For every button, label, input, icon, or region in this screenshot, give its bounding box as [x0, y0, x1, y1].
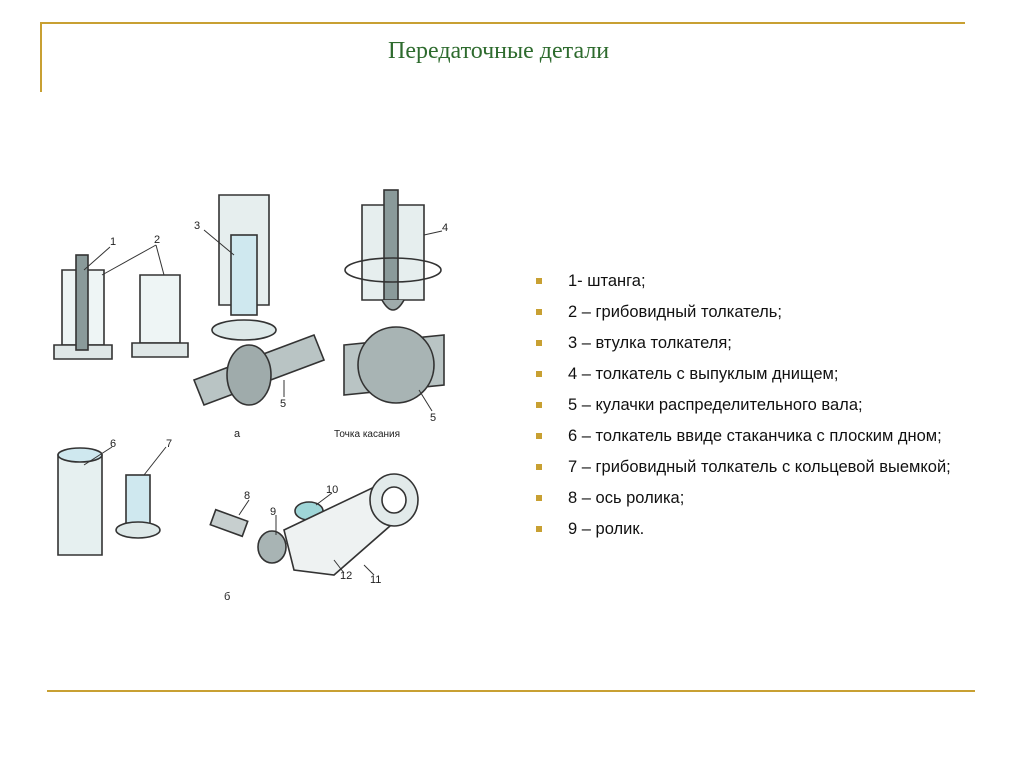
- label-5-left: 5: [280, 398, 286, 410]
- bullet-icon: [536, 340, 542, 346]
- label-8: 8: [244, 490, 250, 502]
- label-6: 6: [110, 438, 116, 450]
- list-item: 7 – грибовидный толкатель с кольцевой вы…: [536, 456, 976, 478]
- list-item: 9 – ролик.: [536, 518, 976, 540]
- list-item-text: 9 – ролик.: [568, 520, 645, 538]
- list-item-text: 6 – толкатель ввиде стаканчика с плоским…: [568, 427, 942, 445]
- list-item-text: 5 – кулачки распределительного вала;: [568, 396, 863, 414]
- list-item-text: 3 – втулка толкателя;: [568, 334, 732, 352]
- bullet-icon: [536, 278, 542, 284]
- label-1: 1: [110, 236, 116, 248]
- label-7: 7: [166, 438, 172, 450]
- label-10: 10: [326, 484, 338, 496]
- caption-b: б: [224, 591, 230, 603]
- list-item: 2 – грибовидный толкатель;: [536, 301, 976, 323]
- parts-illustration: 1 2 3 4 5 5 6 7 8 9 10 11 12 а б Точка к…: [44, 175, 454, 605]
- bullet-icon: [536, 371, 542, 377]
- list-item-text: 8 – ось ролика;: [568, 489, 685, 507]
- list-item: 6 – толкатель ввиде стаканчика с плоским…: [536, 425, 976, 447]
- label-4: 4: [442, 222, 448, 234]
- label-2: 2: [154, 234, 160, 246]
- list-item: 4 – толкатель с выпуклым днищем;: [536, 363, 976, 385]
- bullet-icon: [536, 464, 542, 470]
- frame-top-line: [40, 22, 965, 24]
- label-9: 9: [270, 506, 276, 518]
- list-item-text: 1- штанга;: [568, 272, 646, 290]
- bullet-icon: [536, 433, 542, 439]
- list-item: 1- штанга;: [536, 270, 976, 292]
- bullet-icon: [536, 526, 542, 532]
- parts-list: 1- штанга; 2 – грибовидный толкатель; 3 …: [536, 270, 976, 549]
- label-11: 11: [370, 574, 381, 586]
- list-item: 5 – кулачки распределительного вала;: [536, 394, 976, 416]
- label-5-right: 5: [430, 412, 436, 424]
- list-item-text: 4 – толкатель с выпуклым днищем;: [568, 365, 839, 383]
- bullet-icon: [536, 402, 542, 408]
- label-12: 12: [340, 570, 352, 582]
- bullet-icon: [536, 495, 542, 501]
- parts-drawing: 1 2 3 4 5 5 6 7 8 9 10 11 12 а б Точка к…: [53, 189, 448, 603]
- list-item-text: 2 – грибовидный толкатель;: [568, 303, 782, 321]
- bullet-icon: [536, 309, 542, 315]
- caption-a: а: [234, 428, 241, 440]
- frame-left-line: [40, 22, 42, 92]
- list-item-text: 7 – грибовидный толкатель с кольцевой вы…: [568, 458, 951, 476]
- contact-point-label: Точка касания: [334, 429, 400, 440]
- list-item: 3 – втулка толкателя;: [536, 332, 976, 354]
- frame-bottom-line: [47, 690, 975, 692]
- list-item: 8 – ось ролика;: [536, 487, 976, 509]
- label-3: 3: [194, 220, 200, 232]
- slide-title: Передаточные детали: [388, 38, 610, 64]
